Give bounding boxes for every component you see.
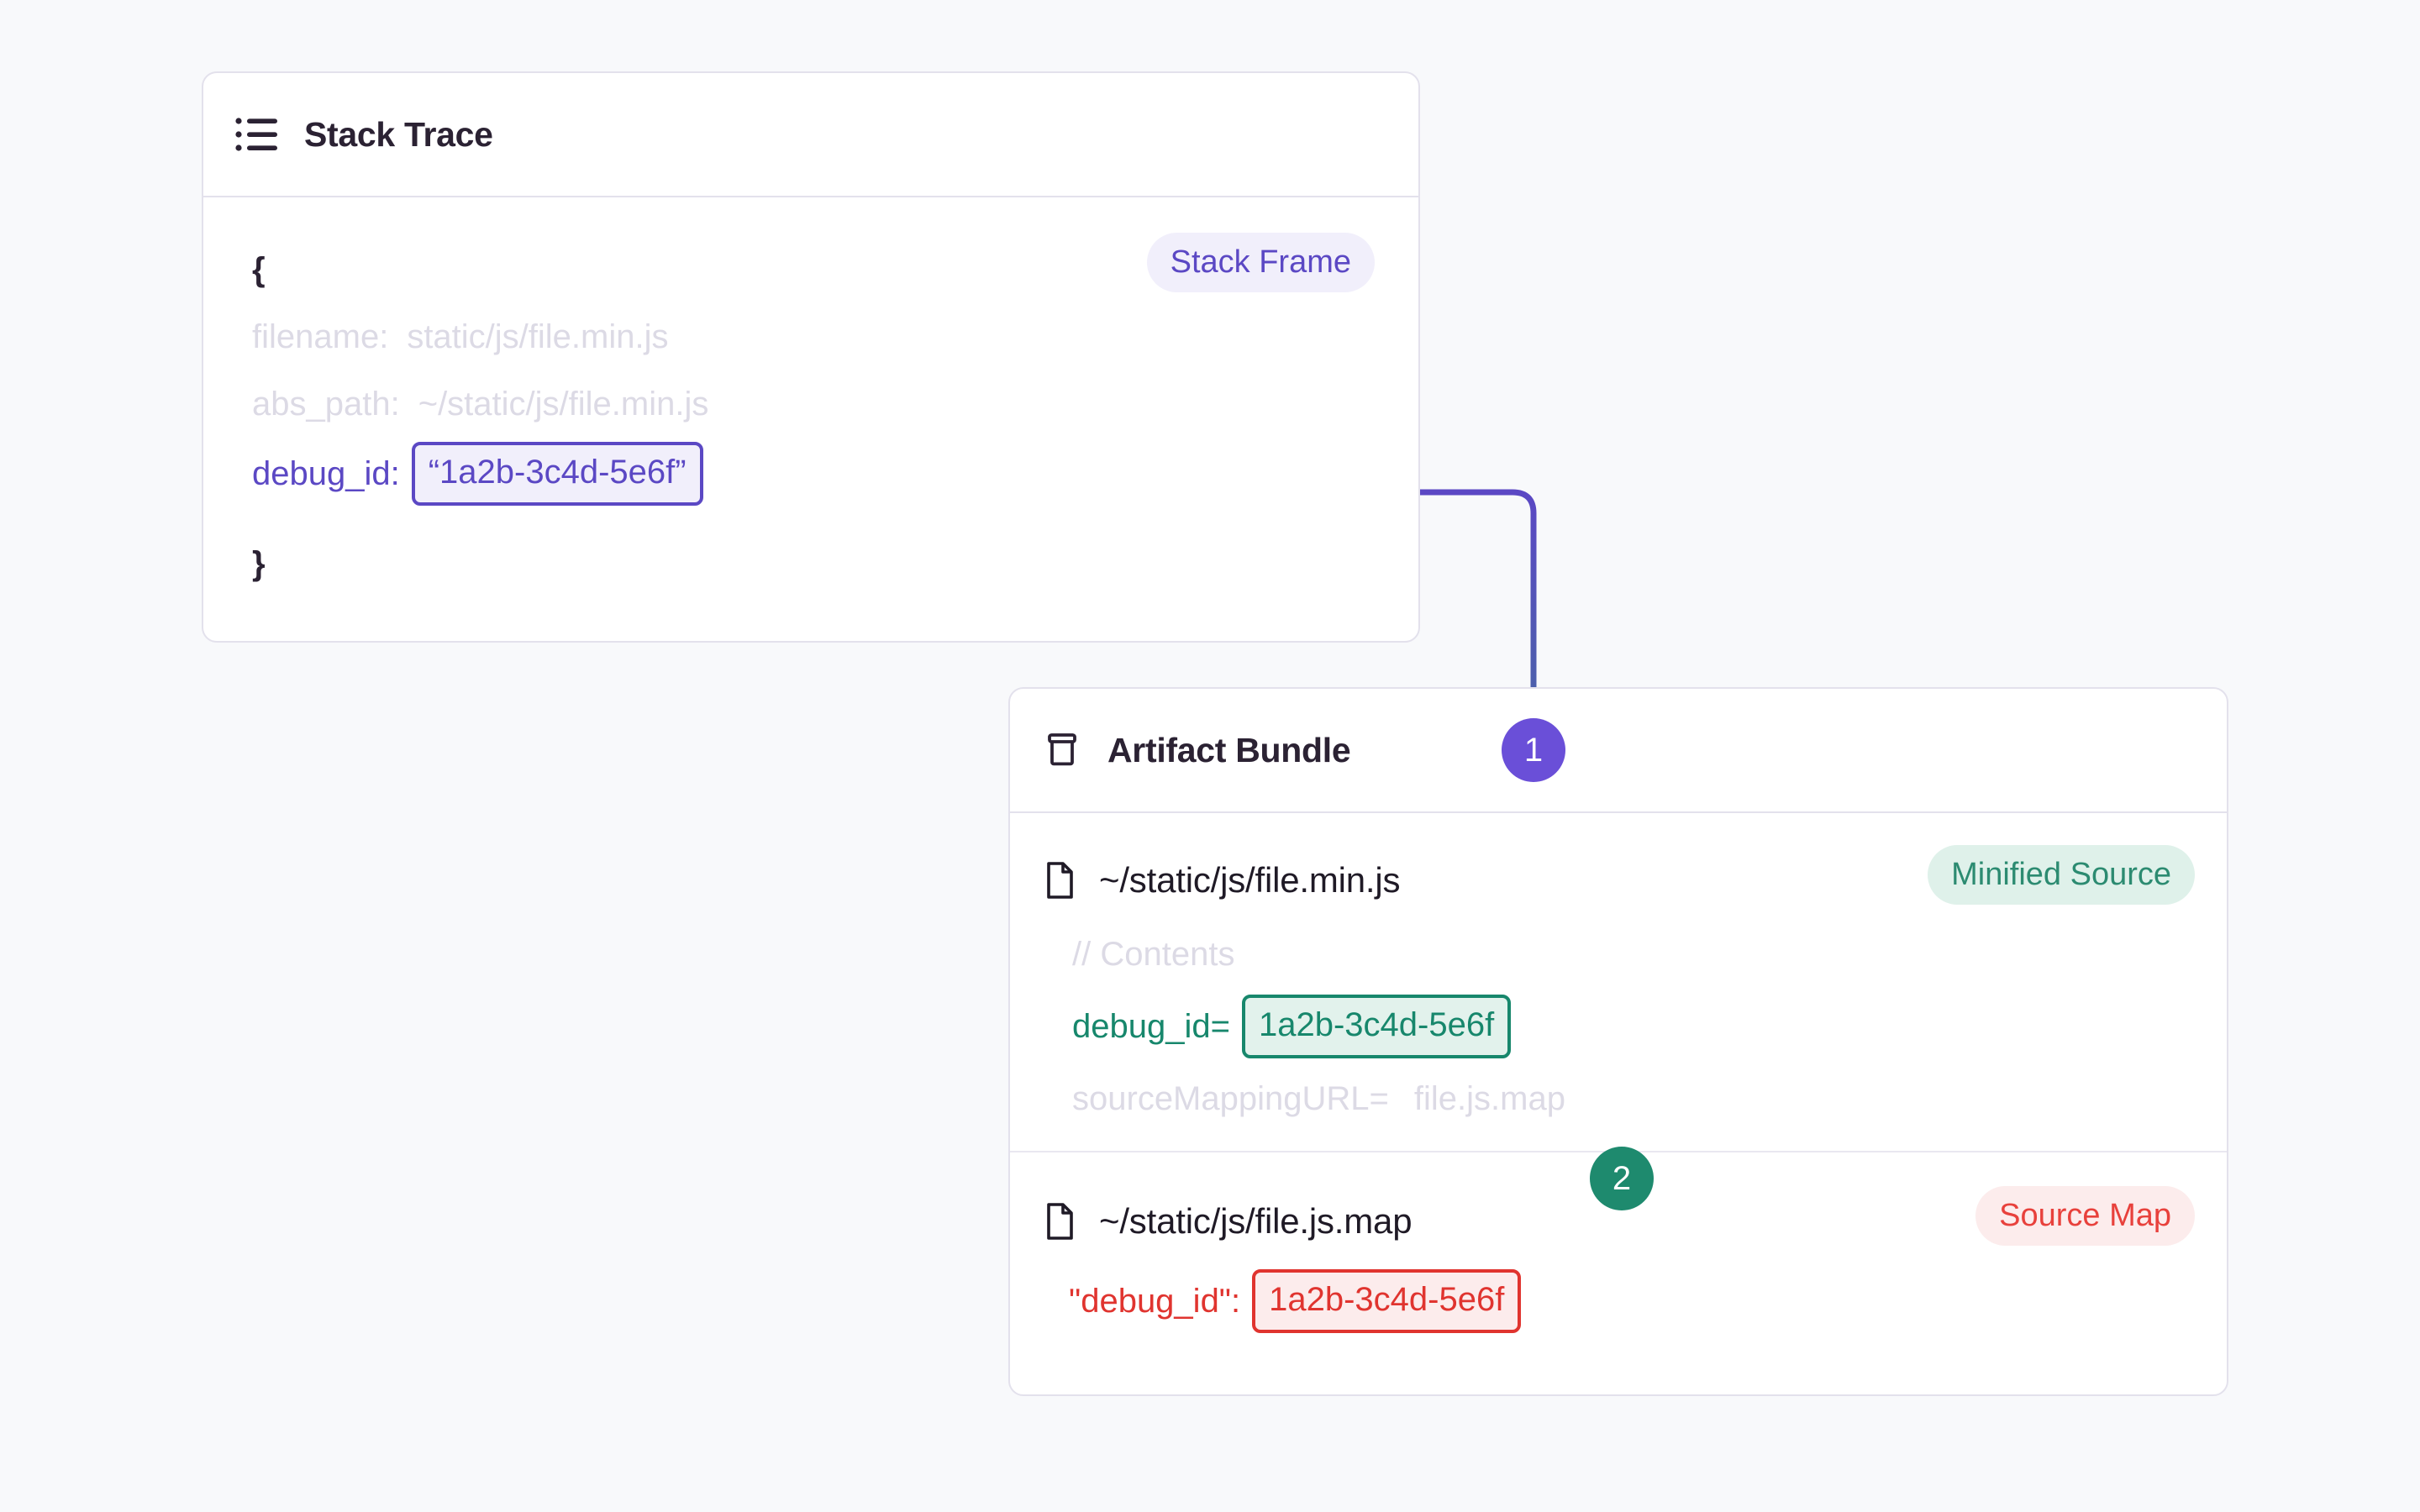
- file-icon: [1042, 860, 1077, 900]
- package-icon: [1042, 730, 1082, 770]
- step-badge-2: 2: [1590, 1147, 1654, 1210]
- line-debug-id-sourcemap-value-box[interactable]: 1a2b-3c4d-5e6f: [1252, 1269, 1522, 1333]
- field-abs-path-key: abs_path:: [252, 386, 400, 423]
- artifact-bundle-title: Artifact Bundle: [1107, 730, 1351, 769]
- file-icon: [1042, 1201, 1077, 1242]
- line-sourcemappingurl-value: file.js.map: [1413, 1080, 1565, 1117]
- artifact-bundle-body: Minified Source ~/static/js/file.min.js …: [1010, 813, 2227, 1341]
- status-badge-stack-frame: Stack Frame: [1146, 233, 1375, 292]
- file-name-sourcemap: ~/static/js/file.js.map: [1099, 1201, 1413, 1241]
- field-abs-path: abs_path: ~/static/js/file.min.js: [203, 370, 1418, 438]
- field-filename: filename: static/js/file.min.js: [203, 303, 1418, 370]
- file-row-sourcemap[interactable]: ~/static/js/file.js.map: [1010, 1181, 2227, 1262]
- field-debug-id-key: debug_id:: [252, 455, 400, 492]
- line-contents-comment: // Contents: [1072, 936, 1235, 973]
- step-badge-1: 1: [1502, 718, 1565, 782]
- line-debug-id-sourcemap-key: "debug_id":: [1069, 1283, 1241, 1320]
- line-sourcemappingurl-key: sourceMappingURL=: [1072, 1080, 1389, 1117]
- bundle-entry-minified: Minified Source ~/static/js/file.min.js …: [1010, 813, 2227, 1151]
- status-badge-source-map: Source Map: [1975, 1186, 2195, 1246]
- stack-trace-body: Stack Frame { filename: static/js/file.m…: [203, 197, 1418, 597]
- list-icon: [235, 116, 279, 153]
- page-title: Stack Trace: [304, 114, 493, 154]
- stack-trace-header: Stack Trace: [203, 73, 1418, 197]
- field-debug-id-value-box[interactable]: “1a2b-3c4d-5e6f”: [411, 442, 703, 506]
- line-debug-id-minified: debug_id= 1a2b-3c4d-5e6f: [1010, 988, 2227, 1065]
- open-brace: {: [252, 251, 266, 288]
- line-debug-id-sourcemap: "debug_id": 1a2b-3c4d-5e6f: [1010, 1262, 2227, 1341]
- line-debug-id-minified-key: debug_id=: [1072, 1008, 1230, 1045]
- close-brace: }: [252, 545, 266, 582]
- field-filename-value: static/js/file.min.js: [407, 318, 669, 355]
- artifact-bundle-header: Artifact Bundle: [1010, 689, 2227, 813]
- bundle-entry-sourcemap: Source Map ~/static/js/file.js.map "debu…: [1010, 1152, 2227, 1341]
- artifact-bundle-card: Artifact Bundle Minified Source ~/static…: [1008, 687, 2228, 1396]
- field-abs-path-value: ~/static/js/file.min.js: [418, 386, 709, 423]
- line-debug-id-minified-value-box[interactable]: 1a2b-3c4d-5e6f: [1241, 995, 1512, 1058]
- status-badge-minified-source: Minified Source: [1928, 845, 2195, 905]
- field-debug-id: debug_id: “1a2b-3c4d-5e6f”: [203, 438, 1418, 510]
- file-name-minified: ~/static/js/file.min.js: [1099, 860, 1401, 900]
- stack-trace-card: Stack Trace Stack Frame { filename: stat…: [202, 71, 1420, 643]
- field-filename-key: filename:: [252, 318, 389, 355]
- line-sourcemappingurl: sourceMappingURL= file.js.map: [1010, 1065, 2227, 1132]
